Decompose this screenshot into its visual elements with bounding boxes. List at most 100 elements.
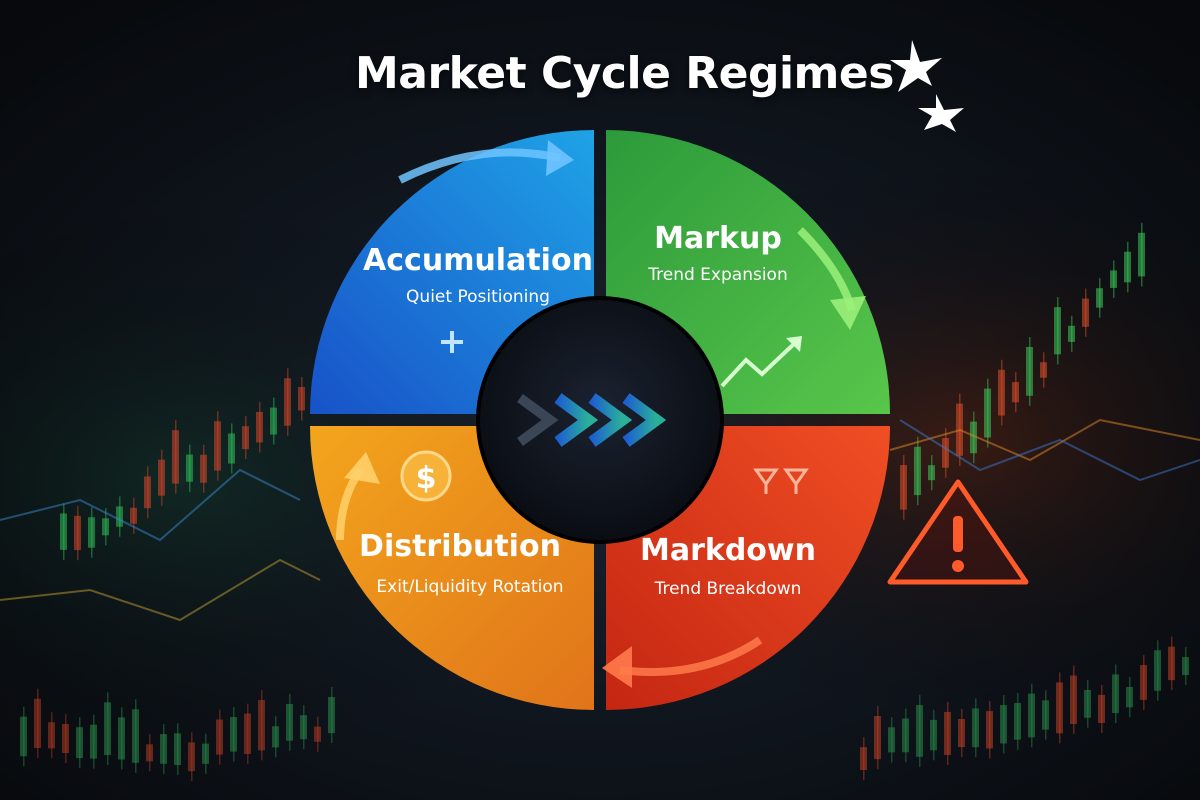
background-candle-wick [917, 436, 919, 506]
background-candle-wick [919, 694, 921, 767]
background-candle-wick [987, 378, 989, 448]
background-candle [930, 719, 937, 751]
background-candle [216, 719, 223, 755]
background-candle [130, 507, 137, 524]
background-candle-wick [259, 401, 261, 453]
background-candle [174, 733, 181, 766]
background-candle-wick [1171, 636, 1173, 691]
background-candle [242, 426, 249, 450]
background-candle-wick [65, 713, 67, 764]
background-candle [102, 518, 109, 536]
background-candle [1124, 251, 1131, 283]
background-candle [48, 722, 55, 749]
background-candle-wick [1073, 665, 1075, 735]
background-price-line [0, 468, 301, 542]
warning-triangle-icon [887, 479, 1029, 585]
background-candle-wick [1015, 372, 1017, 413]
background-candle-wick [961, 708, 963, 758]
background-candle [1182, 657, 1189, 676]
background-candle [860, 747, 867, 771]
background-candle [972, 708, 979, 748]
background-candle-wick [1101, 684, 1103, 733]
background-candle [34, 698, 41, 749]
background-candle [258, 700, 265, 751]
candlestick-background [20, 222, 1189, 782]
background-candle-wick [245, 416, 247, 460]
background-candle-wick [331, 687, 333, 744]
background-candle [256, 411, 263, 443]
background-candle [214, 421, 221, 471]
distribution-subtitle: Exit/Liquidity Rotation [376, 577, 563, 597]
background-candle [160, 734, 167, 764]
background-candle [298, 386, 305, 411]
accumulation-subtitle: Quiet Positioning [406, 287, 550, 307]
markdown-subtitle: Trend Breakdown [654, 579, 802, 599]
background-candle-wick [191, 732, 193, 782]
background-candle [944, 711, 951, 755]
background-candle-wick [1113, 260, 1115, 298]
background-candle [158, 459, 165, 496]
distribution-label: Distribution [359, 529, 561, 564]
background-candle [970, 421, 977, 454]
background-candle [874, 716, 881, 760]
background-candle [284, 378, 291, 426]
chevrons-right-icon [517, 393, 667, 447]
background-candle-wick [219, 709, 221, 765]
markup-subtitle: Trend Expansion [647, 265, 787, 285]
background-candle-wick [37, 688, 39, 759]
background-candle [144, 476, 151, 509]
background-candle-wick [175, 420, 177, 494]
background-candle [328, 697, 335, 734]
background-candle-wick [135, 699, 137, 773]
background-candle-wick [1157, 640, 1159, 701]
background-candle [984, 388, 991, 438]
background-candle [1042, 700, 1049, 730]
background-candle [118, 717, 125, 760]
background-candle-wick [1071, 315, 1073, 352]
background-candle-wick [107, 692, 109, 766]
background-candle [1012, 382, 1019, 403]
background-candle-wick [1085, 288, 1087, 337]
background-candle-wick [1043, 352, 1045, 388]
background-candle [146, 744, 153, 762]
background-candle-wick [63, 503, 65, 560]
background-candle-wick [301, 376, 303, 421]
background-candle [132, 709, 139, 763]
background-candle [1096, 288, 1103, 308]
background-candle-wick [1045, 690, 1047, 740]
background-candle [314, 726, 321, 742]
markdown-label: Markdown [640, 533, 816, 568]
background-candle [188, 742, 195, 772]
markup-arrowhead [830, 296, 866, 330]
background-candle-wick [1099, 278, 1101, 318]
background-candle-wick [931, 455, 933, 491]
background-candle-wick [877, 706, 879, 770]
background-price-line [889, 418, 1200, 462]
background-candle [270, 407, 277, 435]
background-candle-wick [903, 454, 905, 520]
background-candle [228, 433, 235, 464]
background-candle-wick [275, 716, 277, 758]
background-candle [1112, 674, 1119, 714]
background-candle [60, 513, 67, 550]
background-price-line [0, 558, 321, 622]
background-candle-wick [79, 717, 81, 769]
background-candle [172, 430, 179, 484]
background-candle [998, 369, 1005, 416]
background-candle-wick [177, 723, 179, 776]
background-candle-wick [273, 397, 275, 445]
background-candle-wick [121, 707, 123, 770]
background-candle [1014, 702, 1021, 740]
background-candle-wick [231, 423, 233, 474]
background-candle-wick [905, 708, 907, 763]
background-candle [1084, 689, 1091, 718]
background-candle [914, 446, 921, 496]
background-candle [888, 727, 895, 753]
background-candle-wick [1115, 664, 1117, 724]
background-candle [272, 726, 279, 748]
background-candle-wick [863, 737, 865, 781]
background-candle-wick [203, 444, 205, 493]
background-candle-wick [945, 428, 947, 478]
background-candle [1154, 650, 1161, 691]
